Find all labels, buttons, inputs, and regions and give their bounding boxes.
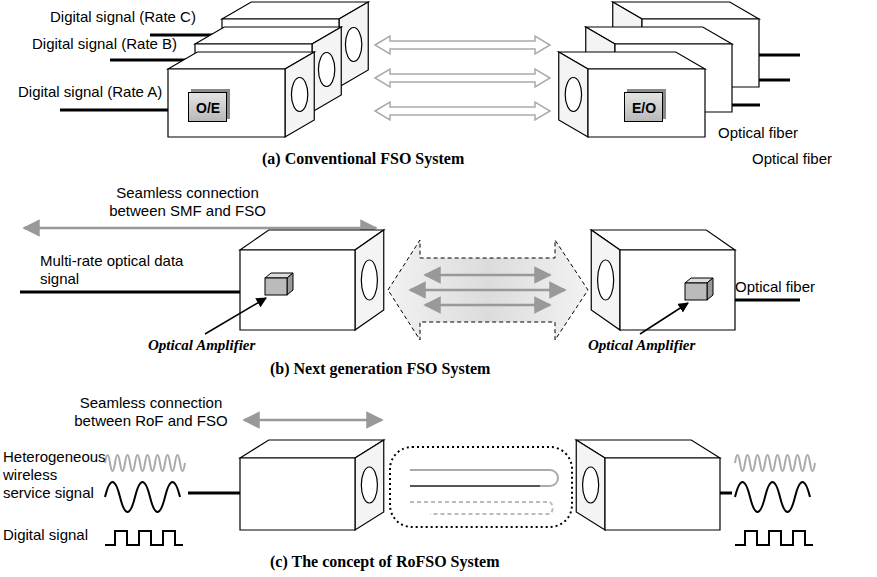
optical-fiber	[20, 291, 240, 294]
leader-arrow	[640, 303, 688, 334]
beam-arrow	[375, 69, 550, 87]
signal-label: Digital signal (Rate B)	[32, 35, 177, 53]
converter-box: O/E	[188, 92, 227, 122]
transceiver	[168, 52, 314, 137]
rf-wave	[105, 455, 185, 471]
amplifier-box	[685, 283, 707, 300]
seamless-arrow	[24, 227, 376, 230]
amplifier-box	[707, 278, 713, 300]
signal-label: Digital signal (Rate C)	[50, 8, 196, 26]
box-text: O/E	[196, 100, 220, 116]
component-label: Optical Amplifier	[588, 336, 695, 354]
component-label: Optical Amplifier	[148, 336, 255, 354]
optical-fiber	[720, 492, 732, 495]
amplifier-box	[287, 273, 293, 295]
beam-region	[390, 447, 572, 527]
fiber-label: Optical fiber	[752, 150, 832, 168]
amplifier-box	[265, 278, 287, 295]
rf-wave	[735, 482, 810, 512]
transceiver	[559, 52, 705, 137]
beam-region	[388, 240, 588, 340]
seamless-arrow	[244, 419, 382, 422]
leader-arrow	[205, 298, 266, 334]
optical-fiber	[735, 299, 800, 302]
optical-fiber	[60, 109, 168, 112]
transceiver	[240, 230, 384, 330]
beam-signal	[410, 502, 553, 514]
beam-signal	[410, 470, 558, 486]
converter-box: E/O	[624, 92, 663, 122]
signal-waveforms	[105, 455, 185, 545]
signal-label: Multi-rate optical data signal	[40, 252, 190, 288]
panel-caption: (c) The concept of RoFSO System	[270, 553, 499, 571]
signal-label: Digital signal	[3, 526, 88, 544]
signal-label: Digital signal (Rate A)	[18, 83, 162, 101]
beam-arrow	[425, 274, 550, 277]
box-text: E/O	[632, 100, 656, 116]
beam-signal	[410, 485, 540, 487]
optical-fiber	[188, 492, 240, 495]
digital-wave	[735, 531, 813, 545]
signal-label: Heterogeneous wireless service signal	[3, 448, 103, 502]
optical-fiber	[759, 54, 800, 57]
signal-waveforms	[735, 455, 815, 545]
seamless-label: Seamless connection between SMF and FSO	[100, 184, 275, 220]
beam-arrow	[425, 304, 550, 307]
transceiver	[576, 440, 720, 530]
beam-arrow	[375, 102, 550, 120]
digital-wave	[105, 531, 183, 545]
transceiver	[240, 440, 384, 530]
beam-arrow	[410, 289, 565, 292]
transceiver	[591, 230, 735, 330]
fiber-label: Optical fiber	[735, 278, 815, 296]
seamless-label: Seamless connection between RoF and FSO	[62, 394, 240, 430]
rf-wave	[105, 482, 180, 512]
fiber-label: Optical fiber	[718, 124, 798, 142]
rf-wave	[735, 455, 815, 471]
panel-caption: (b) Next generation FSO System	[270, 360, 490, 378]
beam-arrow	[375, 36, 550, 54]
panel-caption: (a) Conventional FSO System	[262, 150, 464, 168]
